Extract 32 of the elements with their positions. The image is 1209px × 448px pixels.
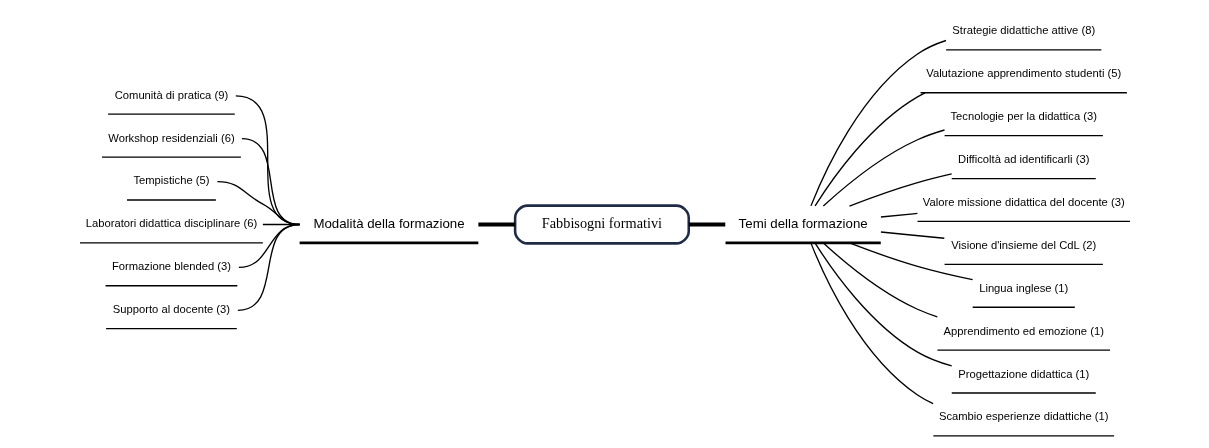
connector xyxy=(688,221,725,227)
node-text: Temi della formazione xyxy=(738,215,868,231)
node-text: Modalità della formazione xyxy=(312,215,465,231)
node-text: Apprendimento ed emozione (1) xyxy=(943,324,1104,337)
node-text: Valutazione apprendimento studenti (5) xyxy=(925,66,1121,79)
connector xyxy=(809,241,934,404)
connector xyxy=(813,241,952,367)
node-text: Scambio esperienze didattiche (1) xyxy=(938,409,1109,422)
node-text: Progettazione didattica (1) xyxy=(957,366,1089,379)
connector xyxy=(477,221,515,227)
node-text: Tecnologie per la didattica (3) xyxy=(949,109,1097,122)
node-box: Fabbisogni formativi xyxy=(513,203,690,245)
node-text: Formazione blended (3) xyxy=(111,259,231,272)
connector xyxy=(809,39,947,207)
node-text: Tempistiche (5) xyxy=(132,173,209,186)
node-text: Workshop residenziali (6) xyxy=(107,131,235,144)
node-text: Comunità di pratica (9) xyxy=(114,88,228,101)
connector xyxy=(813,91,926,207)
connector xyxy=(822,128,945,207)
connector xyxy=(848,241,973,280)
connector xyxy=(236,223,300,311)
connector xyxy=(879,212,918,218)
node-text: Strategie didattiche attive (8) xyxy=(951,23,1095,36)
node-text: Valore missione didattica del docente (3) xyxy=(922,195,1125,208)
node-text: Difficoltà ad identificarli (3) xyxy=(957,152,1089,165)
connector xyxy=(822,241,938,317)
connector xyxy=(848,172,952,207)
node-text: Supporto al docente (3) xyxy=(112,302,230,315)
node-text: Laboratori didattica disciplinare (6) xyxy=(85,216,257,229)
node-text: Visione d'insieme del CdL (2) xyxy=(950,238,1096,251)
connector xyxy=(879,230,945,239)
node-text: Lingua inglese (1) xyxy=(978,281,1068,294)
